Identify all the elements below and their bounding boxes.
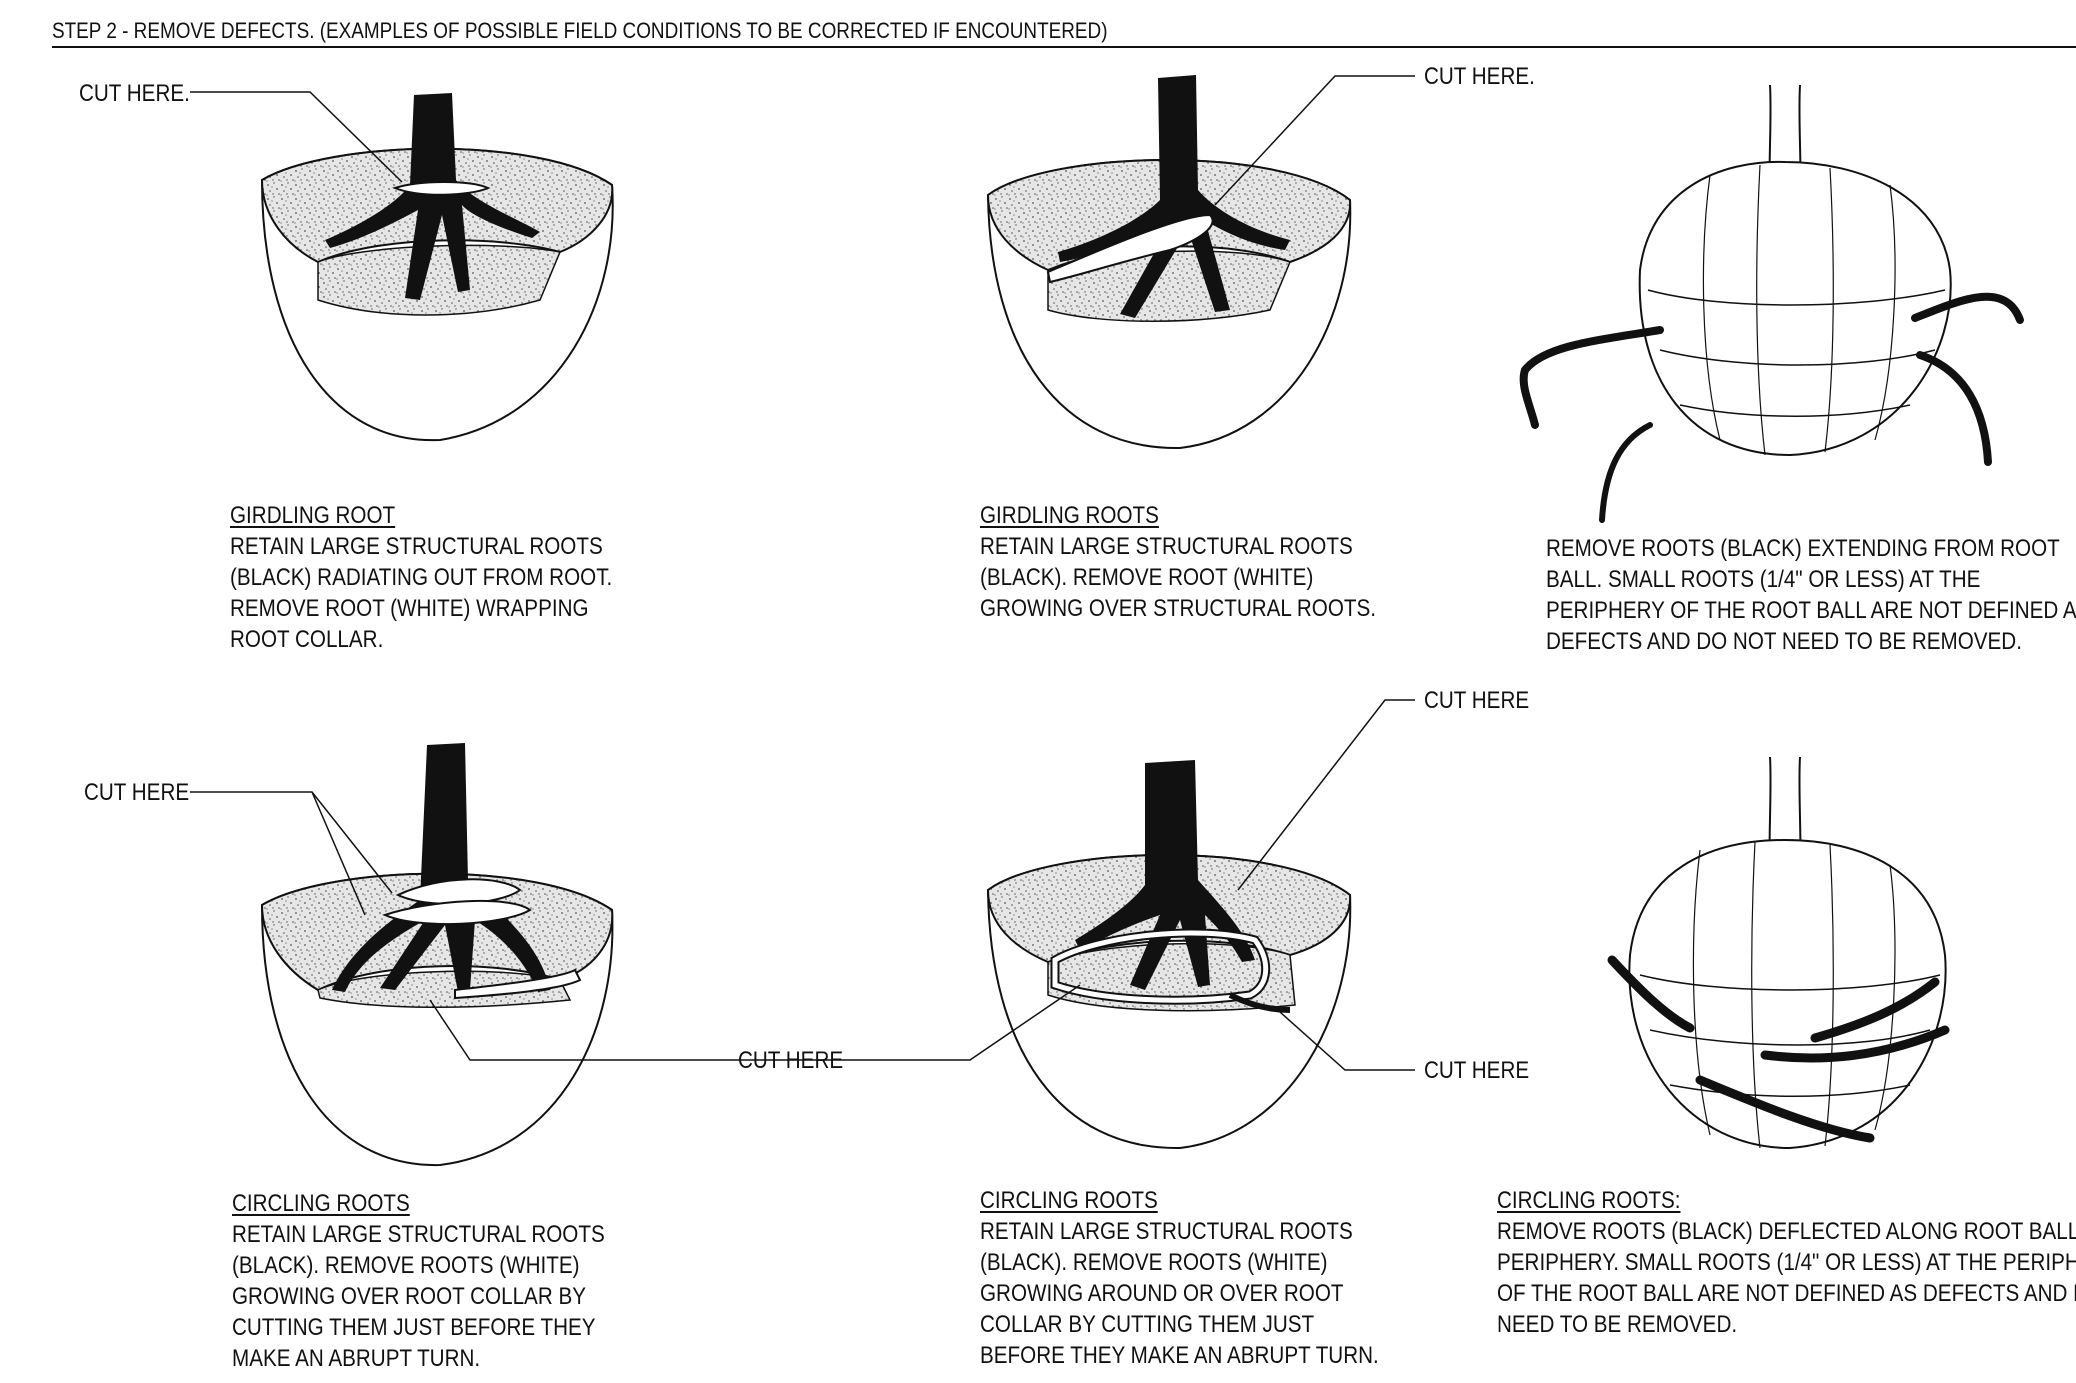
cut-here-label: CUT HERE	[84, 777, 189, 808]
caption-line: REMOVE ROOT (WHITE) WRAPPING	[230, 593, 612, 624]
caption-line: REMOVE ROOTS (BLACK) DEFLECTED ALONG ROO…	[1497, 1216, 2076, 1247]
caption-line: RETAIN LARGE STRUCTURAL ROOTS	[980, 1216, 1379, 1247]
caption-line: RETAIN LARGE STRUCTURAL ROOTS	[230, 531, 612, 562]
caption-girdling-roots: GIRDLING ROOTS RETAIN LARGE STRUCTURAL R…	[980, 500, 1376, 624]
caption-line: GROWING OVER ROOT COLLAR BY	[232, 1281, 605, 1312]
illustration-girdling-roots	[988, 75, 1350, 448]
caption-circling-roots-1: CIRCLING ROOTS RETAIN LARGE STRUCTURAL R…	[232, 1188, 605, 1374]
caption-line: REMOVE ROOTS (BLACK) EXTENDING FROM ROOT	[1546, 533, 2076, 564]
caption-title: CIRCLING ROOTS	[232, 1188, 605, 1219]
caption-line: (BLACK). REMOVE ROOT (WHITE)	[980, 562, 1376, 593]
caption-extending-roots: REMOVE ROOTS (BLACK) EXTENDING FROM ROOT…	[1546, 533, 2076, 657]
caption-title: CIRCLING ROOTS:	[1497, 1185, 2076, 1216]
caption-line: DEFECTS AND DO NOT NEED TO BE REMOVED.	[1546, 626, 2076, 657]
caption-circling-roots-3: CIRCLING ROOTS: REMOVE ROOTS (BLACK) DEF…	[1497, 1185, 2076, 1340]
caption-line: RETAIN LARGE STRUCTURAL ROOTS	[980, 531, 1376, 562]
caption-line: COLLAR BY CUTTING THEM JUST	[980, 1309, 1379, 1340]
illustration-circling-roots-2	[988, 760, 1350, 1148]
caption-line: MAKE AN ABRUPT TURN.	[232, 1343, 605, 1374]
caption-line: (BLACK). REMOVE ROOTS (WHITE)	[980, 1247, 1379, 1278]
caption-line: BALL. SMALL ROOTS (1/4" OR LESS) AT THE	[1546, 564, 2076, 595]
cut-here-label: CUT HERE	[738, 1045, 843, 1076]
caption-line: GROWING OVER STRUCTURAL ROOTS.	[980, 593, 1376, 624]
caption-line: BEFORE THEY MAKE AN ABRUPT TURN.	[980, 1340, 1379, 1371]
caption-title: GIRDLING ROOT	[230, 500, 612, 531]
illustration-girdling-root	[262, 93, 613, 440]
caption-line: (BLACK) RADIATING OUT FROM ROOT.	[230, 562, 612, 593]
caption-circling-roots-2: CIRCLING ROOTS RETAIN LARGE STRUCTURAL R…	[980, 1185, 1379, 1371]
caption-line: PERIPHERY OF THE ROOT BALL ARE NOT DEFIN…	[1546, 595, 2076, 626]
caption-girdling-root: GIRDLING ROOT RETAIN LARGE STRUCTURAL RO…	[230, 500, 612, 655]
caption-line: PERIPHERY. SMALL ROOTS (1/4" OR LESS) AT…	[1497, 1247, 2076, 1278]
caption-line: NEED TO BE REMOVED.	[1497, 1309, 2076, 1340]
illustration-circling-roots-1	[262, 743, 612, 1165]
caption-line: CUTTING THEM JUST BEFORE THEY	[232, 1312, 605, 1343]
caption-line: OF THE ROOT BALL ARE NOT DEFINED AS DEFE…	[1497, 1278, 2076, 1309]
illustration-circling-roots-3	[1612, 757, 1946, 1148]
caption-line: RETAIN LARGE STRUCTURAL ROOTS	[232, 1219, 605, 1250]
caption-line: (BLACK). REMOVE ROOTS (WHITE)	[232, 1250, 605, 1281]
illustration-extending-roots	[1524, 85, 2020, 520]
cut-here-label: CUT HERE	[1424, 1055, 1529, 1086]
cut-here-label: CUT HERE.	[1424, 61, 1535, 92]
caption-line: ROOT COLLAR.	[230, 624, 612, 655]
cut-here-label: CUT HERE.	[79, 78, 190, 109]
cut-here-label: CUT HERE	[1424, 685, 1529, 716]
caption-title: CIRCLING ROOTS	[980, 1185, 1379, 1216]
caption-title: GIRDLING ROOTS	[980, 500, 1376, 531]
caption-line: GROWING AROUND OR OVER ROOT	[980, 1278, 1379, 1309]
